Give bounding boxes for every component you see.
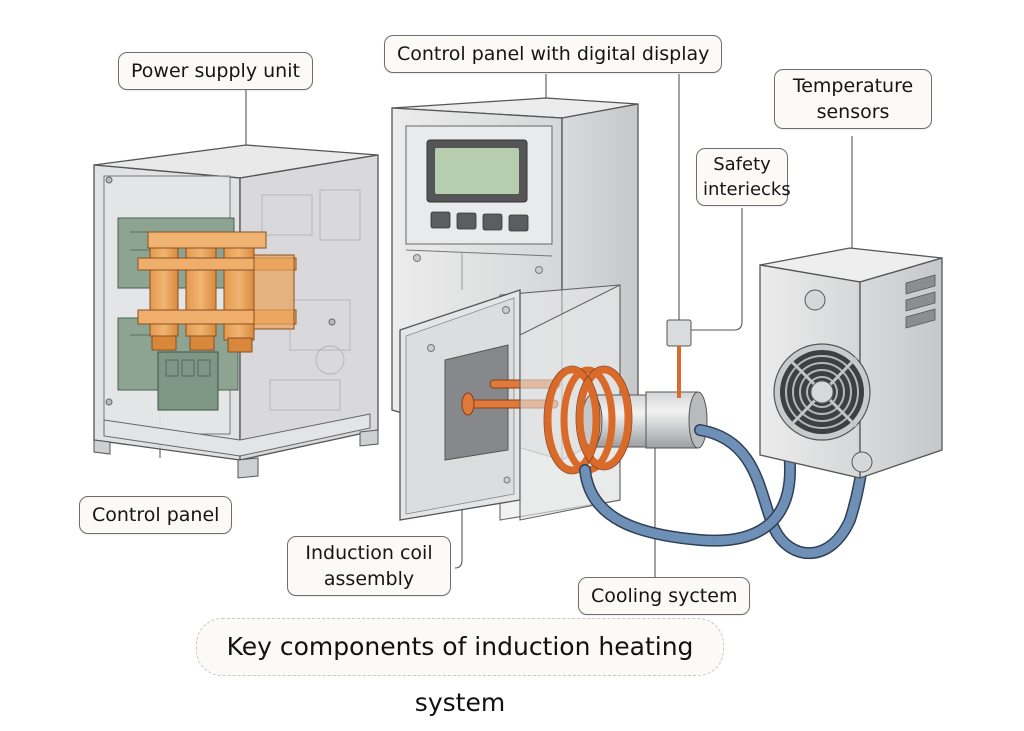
label-text: Control panel [92,504,220,526]
temperature-sensor [666,319,692,398]
label-temperature-sensors: Temperature sensors [774,69,932,129]
label-power-supply-unit: Power supply unit [118,52,313,90]
diagram-title: Key components of induction heating syst… [196,618,724,717]
label-text-line-2: sensors [816,101,890,123]
fan-icon [773,343,871,441]
label-control-panel: Control panel [79,496,233,534]
power-supply-cabinet [93,144,379,479]
chiller-unit [759,247,943,479]
induction-system-illustration [93,74,943,578]
label-text: Cooling syctem [591,585,738,607]
label-text: Control panel with digital display [397,43,710,65]
induction-coil-assembly [399,284,708,521]
digital-display-screen [435,148,519,194]
copper-coil [544,366,632,474]
label-text: Power supply unit [131,60,300,82]
label-text-line-2: interiecks [703,179,791,200]
label-cooling-system: Cooling syctem [578,577,751,615]
control-buttons [430,211,529,232]
label-text-line-1: Temperature [792,75,914,97]
label-safety-interlocks: Safety interiecks [696,148,791,206]
label-induction-coil-assembly: Induction coil assembly [287,536,451,596]
label-text-line-1: Induction coil [305,542,433,564]
label-text-line-2: assembly [323,568,415,590]
vent-slots [905,274,936,329]
label-text-line-1: Safety [713,154,771,175]
transformer-core [137,231,297,353]
label-control-panel-with-digital-display: Control panel with digital display [384,35,723,73]
diagram-title-text: Key components of induction heating syst… [226,632,694,717]
